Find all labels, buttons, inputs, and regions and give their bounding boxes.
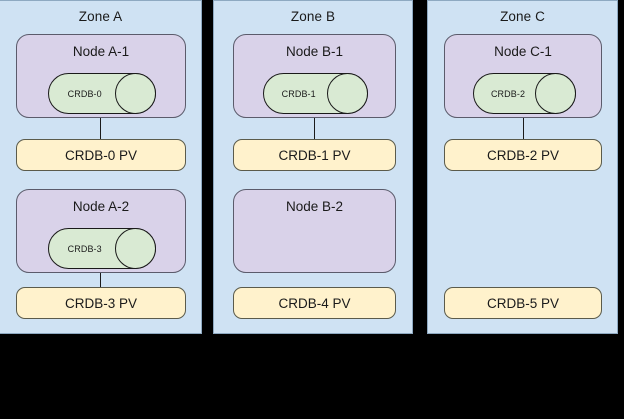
volume-crdb-1-pv-label: CRDB-1 PV bbox=[278, 147, 351, 163]
node-a-1[interactable]: Node A-1 CRDB-0 bbox=[16, 34, 186, 118]
node-b-2[interactable]: Node B-2 bbox=[233, 189, 396, 273]
zone-a: Zone A Node A-1 CRDB-0 CRDB-0 PV Node A-… bbox=[0, 0, 202, 334]
cylinder-shape bbox=[473, 73, 576, 114]
volume-crdb-5-pv-label: CRDB-5 PV bbox=[486, 295, 559, 311]
volume-crdb-2-pv[interactable]: CRDB-2 PV bbox=[444, 139, 602, 171]
zone-b-title: Zone B bbox=[290, 9, 336, 24]
node-a-2-title: Node A-2 bbox=[72, 199, 130, 214]
database-crdb-1[interactable]: CRDB-1 bbox=[263, 73, 368, 114]
volume-crdb-0-pv-label: CRDB-0 PV bbox=[64, 147, 137, 163]
connector-node-a-1-to-crdb-0-pv bbox=[100, 118, 101, 139]
volume-crdb-0-pv[interactable]: CRDB-0 PV bbox=[16, 139, 186, 171]
cylinder-shape bbox=[48, 73, 156, 114]
database-crdb-1-label: CRDB-1 bbox=[281, 88, 316, 99]
cylinder-shape bbox=[48, 228, 156, 269]
node-b-1-title: Node B-1 bbox=[285, 44, 344, 59]
zone-a-title: Zone A bbox=[78, 9, 123, 24]
connector-node-b-1-to-crdb-1-pv bbox=[314, 118, 315, 139]
database-crdb-0[interactable]: CRDB-0 bbox=[48, 73, 156, 114]
connector-node-c-1-to-crdb-2-pv bbox=[523, 118, 524, 139]
volume-crdb-5-pv[interactable]: CRDB-5 PV bbox=[444, 287, 602, 319]
zone-c: Zone C Node C-1 CRDB-2 CRDB-2 PV CRDB-5 … bbox=[427, 0, 618, 334]
node-c-1[interactable]: Node C-1 CRDB-2 bbox=[444, 34, 602, 118]
zone-c-title: Zone C bbox=[500, 9, 545, 24]
database-crdb-0-label: CRDB-0 bbox=[67, 88, 102, 99]
connector-node-a-2-to-crdb-3-pv bbox=[100, 273, 101, 287]
database-crdb-3[interactable]: CRDB-3 bbox=[48, 228, 156, 269]
volume-crdb-2-pv-label: CRDB-2 PV bbox=[486, 147, 559, 163]
volume-crdb-1-pv[interactable]: CRDB-1 PV bbox=[233, 139, 396, 171]
database-crdb-2[interactable]: CRDB-2 bbox=[473, 73, 576, 114]
zone-b: Zone B Node B-1 CRDB-1 CRDB-1 PV Node B-… bbox=[213, 0, 413, 334]
volume-crdb-4-pv-label: CRDB-4 PV bbox=[278, 295, 351, 311]
database-crdb-2-label: CRDB-2 bbox=[490, 88, 526, 99]
cylinder-shape bbox=[263, 73, 368, 114]
volume-crdb-4-pv[interactable]: CRDB-4 PV bbox=[233, 287, 396, 319]
node-b-1[interactable]: Node B-1 CRDB-1 bbox=[233, 34, 396, 118]
database-crdb-3-label: CRDB-3 bbox=[67, 243, 102, 254]
volume-crdb-3-pv-label: CRDB-3 PV bbox=[64, 295, 137, 311]
node-c-1-title: Node C-1 bbox=[494, 44, 552, 59]
node-a-2[interactable]: Node A-2 CRDB-3 bbox=[16, 189, 186, 273]
node-a-1-title: Node A-1 bbox=[72, 44, 130, 59]
node-b-2-title: Node B-2 bbox=[285, 199, 344, 214]
volume-crdb-3-pv[interactable]: CRDB-3 PV bbox=[16, 287, 186, 319]
